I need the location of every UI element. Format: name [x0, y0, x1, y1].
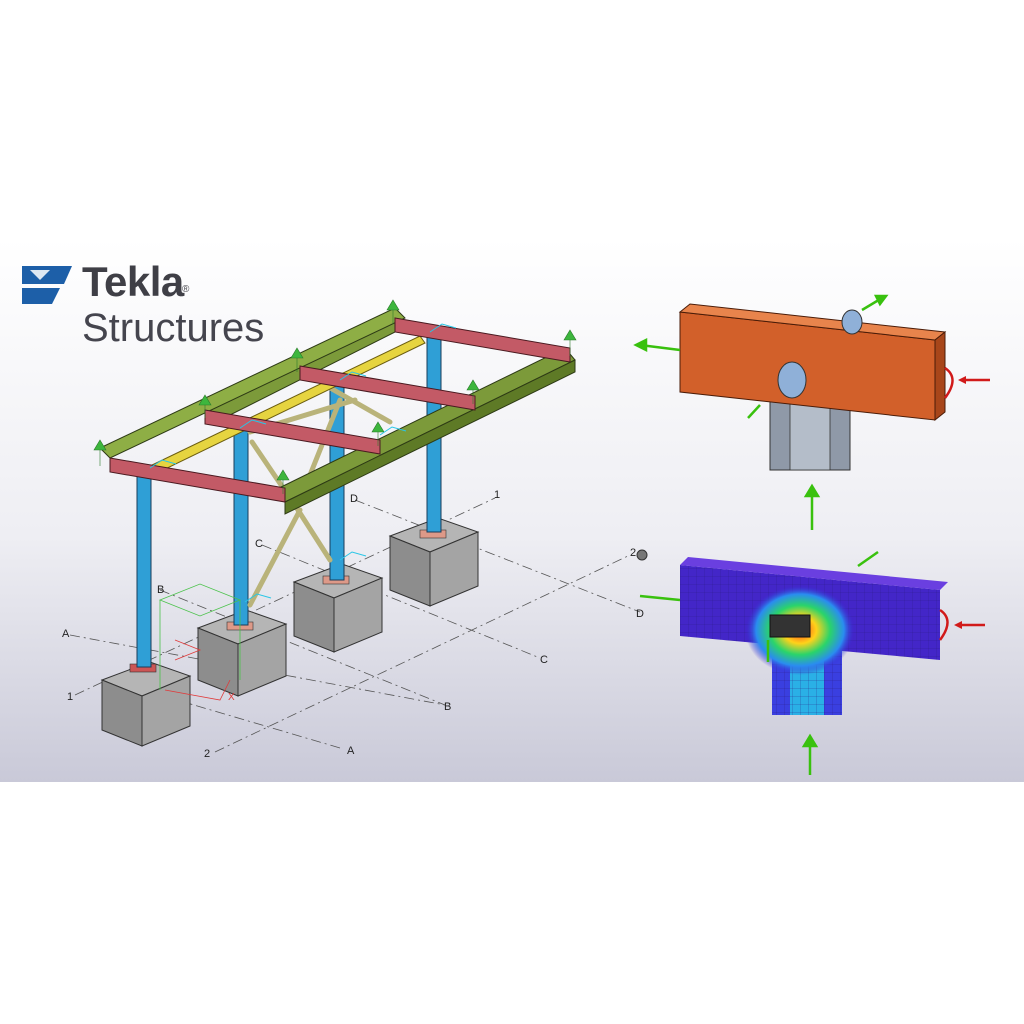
- tekla-structures-logo: Tekla ® Structures: [20, 258, 320, 352]
- grid-label-a-end: A: [347, 745, 355, 757]
- moment-arrow: [938, 608, 985, 641]
- view-rotation-icon[interactable]: [636, 549, 648, 561]
- arrow-head: [954, 621, 962, 629]
- grid-label-b-end: B: [444, 701, 451, 713]
- registered-mark: ®: [182, 284, 190, 295]
- load-arrows: [639, 550, 879, 775]
- connection-annotations: [149, 323, 457, 603]
- bolt[interactable]: [777, 361, 807, 399]
- grid-label-b-start: B: [157, 584, 164, 596]
- load-arrows: [93, 299, 577, 494]
- axis-x-label: X: [228, 692, 235, 703]
- tekla-logo-icon: [22, 266, 72, 304]
- grid-label-c-start: C: [255, 538, 263, 550]
- grid-label-a-start: A: [62, 628, 70, 640]
- footing[interactable]: [292, 563, 384, 653]
- grid-label-2-start: 2: [204, 748, 210, 760]
- grid-label-2-end: 2: [630, 547, 636, 559]
- connection-column[interactable]: [769, 399, 851, 471]
- footing[interactable]: [388, 517, 480, 607]
- product-name: Structures: [82, 306, 265, 350]
- bolt[interactable]: [841, 309, 863, 335]
- grid-label-c-end: C: [540, 654, 548, 666]
- bolt[interactable]: [769, 614, 811, 638]
- load-arrows: [633, 294, 889, 530]
- grid-label-1-end: 1: [494, 489, 500, 501]
- footing[interactable]: [100, 661, 192, 747]
- cross-beam[interactable]: [394, 317, 571, 363]
- grid-label-d-end: D: [636, 608, 644, 620]
- grid-label-1-start: 1: [67, 691, 73, 703]
- cross-beam[interactable]: [109, 457, 286, 503]
- cross-beam[interactable]: [204, 409, 381, 455]
- grid-label-d-start: D: [350, 493, 358, 505]
- arrow-head: [958, 376, 966, 384]
- moment-arrow: [943, 366, 990, 399]
- brand-name: Tekla: [82, 258, 184, 305]
- axis-marker: [158, 583, 242, 701]
- connection-beam[interactable]: [678, 303, 947, 422]
